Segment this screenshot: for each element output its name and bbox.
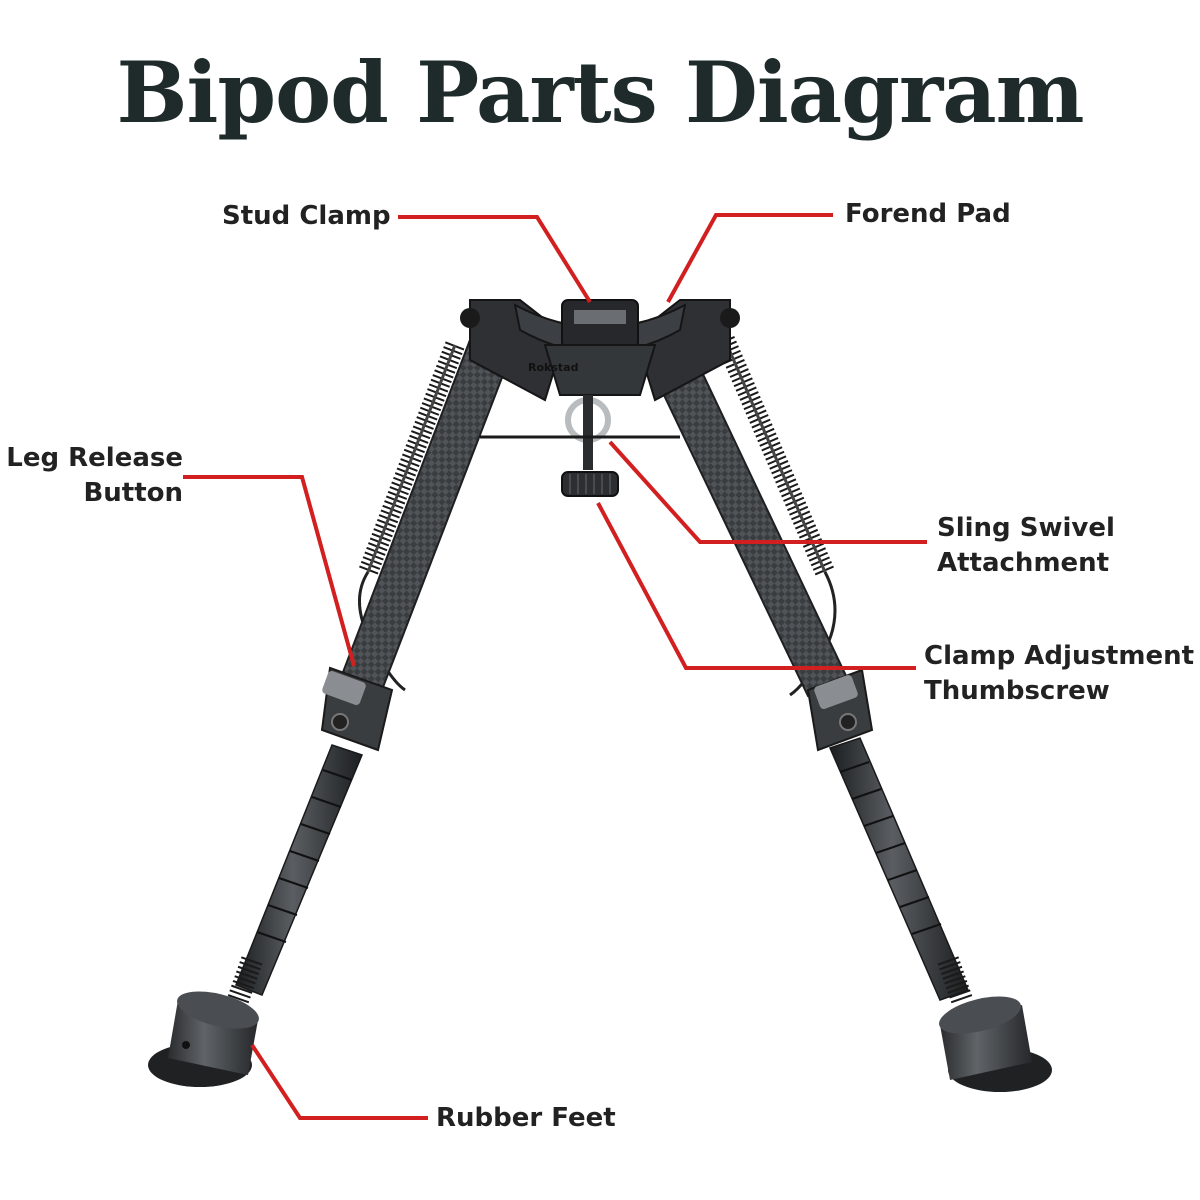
leader-rubber-feet [250,1043,428,1120]
leader-lines [183,213,927,1120]
label-sling-swivel-line1: Sling Swivel [937,513,1115,543]
left-release-collar [320,666,394,752]
label-stud-clamp: Stud Clamp [222,201,391,231]
label-leg-release: Leg Release Button [0,441,183,511]
diagram-title: Bipod Parts Diagram [116,43,1084,142]
leader-leg-release [183,475,356,667]
label-clamp-adjustment-line2: Thumbscrew [924,676,1110,706]
right-rubber-foot [939,996,1052,1092]
label-rubber-feet: Rubber Feet [436,1103,616,1133]
label-leg-release-line2: Button [83,478,183,508]
brand-mark: Rokstad [528,361,578,374]
right-extension-leg [828,737,970,1001]
right-release-collar [806,668,874,752]
label-clamp-adjustment-line1: Clamp Adjustment [924,641,1195,671]
right-leg [638,328,1052,1092]
leader-forend-pad [666,213,833,303]
leader-sling-swivel [608,440,927,544]
label-sling-swivel: Sling Swivel Attachment [937,511,1115,581]
thumbscrew-part [561,471,619,497]
label-leg-release-line1: Leg Release [6,443,183,473]
left-leg [148,338,510,1087]
leader-stud-clamp [398,215,592,304]
left-carbon-tube [338,338,510,697]
left-rubber-foot [148,991,259,1087]
label-forend-pad: Forend Pad [845,199,1011,229]
leader-clamp-adjust [596,502,916,670]
label-sling-swivel-line2: Attachment [937,548,1110,578]
label-clamp-adjustment: Clamp Adjustment Thumbscrew [924,639,1194,709]
left-extension-leg [235,744,364,996]
bipod-head [460,299,740,497]
